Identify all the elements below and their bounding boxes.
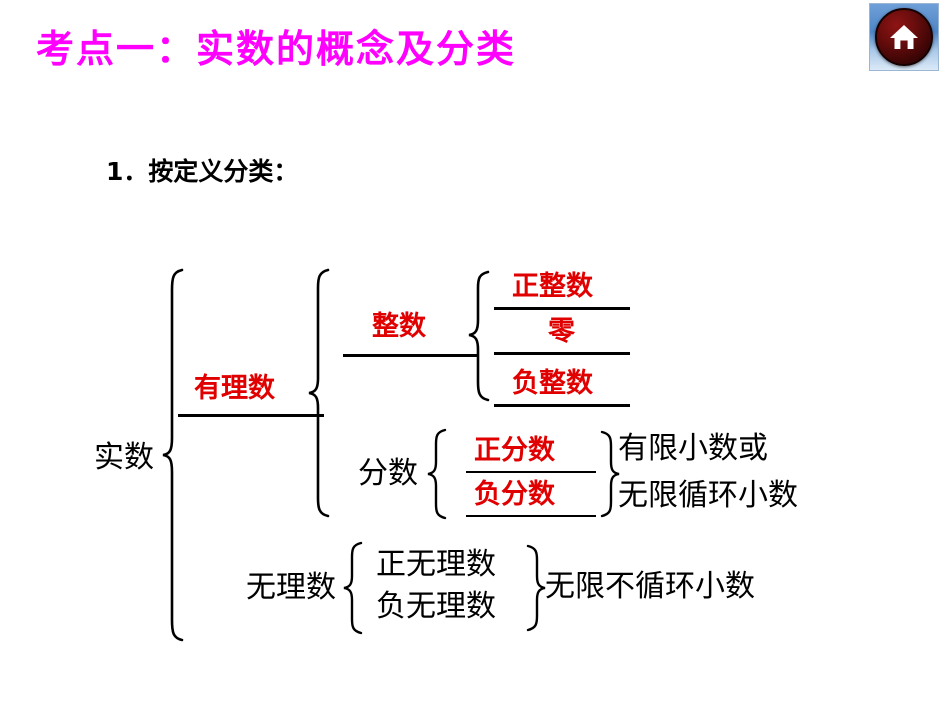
rule-positive-integers [494,307,630,310]
node-positive-integers: 正整数 [512,271,593,302]
section-subtitle: 1．按定义分类： [106,157,299,186]
node-real-numbers: 实数 [94,441,154,474]
brace-integers [466,270,492,402]
rule-rational-numbers [178,414,324,417]
node-fractions: 分数 [358,457,418,490]
rule-negative-fractions [466,515,596,517]
brace-irrational-numbers [341,541,365,635]
node-negative-integers: 负整数 [512,368,593,399]
note-fraction-line1: 有限小数或 [618,432,768,465]
node-rational-numbers: 有理数 [194,373,275,404]
node-zero: 零 [548,316,575,347]
brace-rational-numbers [306,268,332,518]
rule-positive-fractions [466,471,596,473]
node-irrational-numbers: 无理数 [246,571,336,604]
rule-zero [494,352,630,355]
node-negative-fractions: 负分数 [474,479,555,510]
home-icon [889,23,919,51]
home-button-orb [875,8,933,66]
note-fraction-line2: 无限循环小数 [618,479,798,512]
brace-fractions [425,428,449,520]
page-title: 考点一：实数的概念及分类 [36,27,517,71]
node-positive-fractions: 正分数 [474,435,555,466]
node-negative-irrational: 负无理数 [376,590,496,623]
brace-fraction-note [598,430,622,518]
brace-irrational-note [524,544,548,632]
rule-integers [343,354,479,357]
brace-real-numbers [160,268,186,642]
rule-negative-integers [494,404,630,407]
node-integers: 整数 [372,311,426,342]
note-irrational: 无限不循环小数 [545,570,755,603]
home-button[interactable] [869,3,939,71]
node-positive-irrational: 正无理数 [376,548,496,581]
